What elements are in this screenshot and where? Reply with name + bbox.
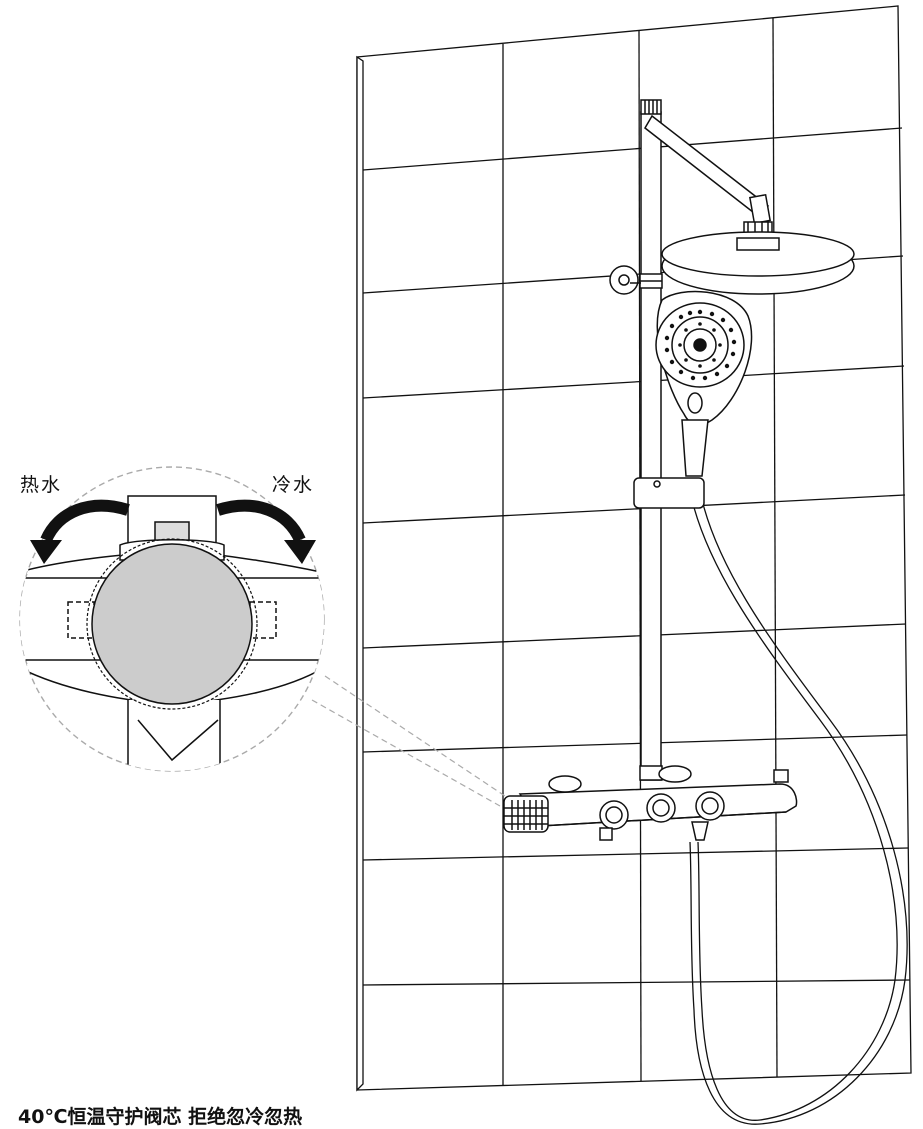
hand-shower-nozzles: [664, 309, 737, 381]
valve-detail-view: [19, 466, 325, 772]
riser-pipe: [609, 99, 663, 781]
tiled-wall: [356, 5, 912, 1092]
curved-arrow-right-icon: [216, 499, 316, 564]
curved-arrow-left-icon: [30, 499, 130, 564]
overhead-shower: [644, 114, 855, 295]
thermostatic-mixer: [503, 765, 798, 841]
callout-lines: [311, 675, 509, 807]
product-caption: 40℃恒温守护阀芯 拒绝忽冷忽热: [18, 1106, 303, 1128]
thermostatic-valve-icon: [91, 543, 253, 705]
cold-water-label: 冷水: [272, 474, 315, 496]
shower-hose: [687, 479, 908, 1125]
hot-water-label: 热水: [20, 474, 63, 496]
